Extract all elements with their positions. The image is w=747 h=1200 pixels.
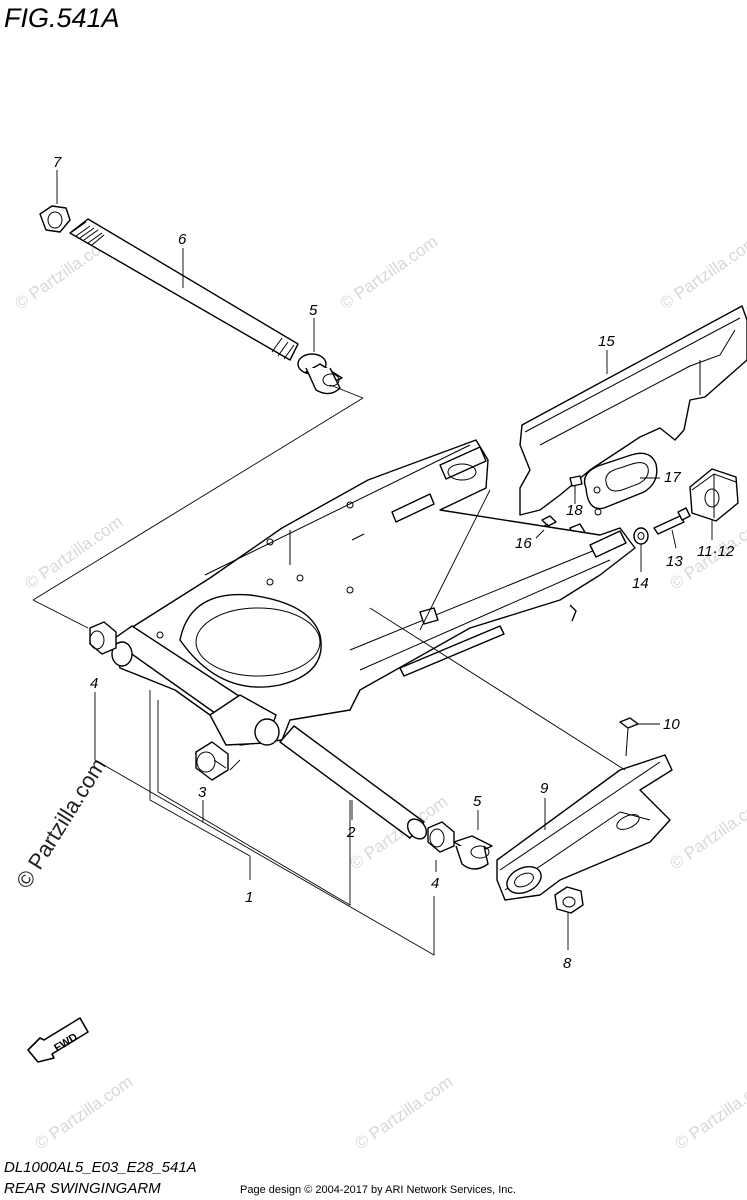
- callout-15[interactable]: 15: [598, 333, 615, 350]
- part-screw-10[interactable]: [619, 717, 639, 757]
- part-chain-guide[interactable]: [689, 468, 739, 522]
- part-swingarm[interactable]: [111, 439, 636, 746]
- watermark: © Partzilla.com: [666, 792, 747, 873]
- leader-lines: [32, 170, 713, 956]
- part-pivot-shaft[interactable]: [69, 218, 299, 361]
- part-nut[interactable]: [554, 886, 584, 914]
- watermark: © Partzilla.com: [31, 1072, 136, 1153]
- side-watermark: © Partzilla.com: [11, 754, 111, 893]
- callout-17[interactable]: 17: [664, 469, 681, 486]
- callout-18[interactable]: 18: [566, 502, 583, 519]
- part-chain-cover[interactable]: [519, 305, 747, 516]
- watermark: © Partzilla.com: [656, 232, 747, 313]
- part-pipe[interactable]: [279, 725, 430, 843]
- callout-2[interactable]: 2: [346, 824, 356, 841]
- fwd-arrow: FWD: [27, 1017, 89, 1063]
- callout-5-upper[interactable]: 5: [309, 302, 318, 319]
- part-bearing[interactable]: [195, 741, 229, 781]
- part-bolt[interactable]: [653, 507, 691, 535]
- part-bushing-lower[interactable]: [453, 835, 493, 870]
- part-gasket-plate[interactable]: [583, 452, 658, 516]
- callout-3[interactable]: 3: [198, 784, 207, 801]
- callout-8[interactable]: 8: [563, 955, 572, 972]
- figure-name: REAR SWINGINGARM: [4, 1180, 161, 1197]
- copyright-text: Page design © 2004-2017 by ARI Network S…: [240, 1184, 516, 1196]
- callout-1[interactable]: 1: [245, 889, 253, 906]
- watermark: © Partzilla.com: [351, 1072, 456, 1153]
- figure-code: DL1000AL5_E03_E28_541A: [4, 1159, 197, 1176]
- part-screw-18[interactable]: [569, 475, 583, 494]
- part-bushing-upper[interactable]: [297, 353, 343, 395]
- callout-4-right[interactable]: 4: [431, 875, 439, 892]
- watermark: © Partzilla.com: [336, 232, 441, 313]
- callout-11-12[interactable]: 11·12: [697, 543, 735, 560]
- callout-14[interactable]: 14: [632, 575, 649, 592]
- part-pivot-nut[interactable]: [39, 205, 71, 233]
- part-chain-buffer[interactable]: [496, 754, 673, 901]
- callout-5-lower[interactable]: 5: [473, 793, 482, 810]
- callout-16[interactable]: 16: [515, 535, 532, 552]
- callout-4-left[interactable]: 4: [90, 675, 98, 692]
- figure-title: FIG.541A: [4, 3, 120, 33]
- callout-9[interactable]: 9: [540, 780, 549, 797]
- callout-10[interactable]: 10: [663, 716, 680, 733]
- callout-6[interactable]: 6: [178, 231, 187, 248]
- callout-13[interactable]: 13: [666, 553, 683, 570]
- callouts: 7 6 6 5 15 17 18 16 13 11·12 14 4 10 3 9…: [53, 154, 735, 972]
- part-bearing-right[interactable]: [427, 821, 455, 853]
- part-washer[interactable]: [633, 527, 649, 545]
- part-bearing-left[interactable]: [89, 621, 117, 655]
- callout-7[interactable]: 7: [53, 154, 62, 171]
- watermark: © Partzilla.com: [671, 1072, 747, 1153]
